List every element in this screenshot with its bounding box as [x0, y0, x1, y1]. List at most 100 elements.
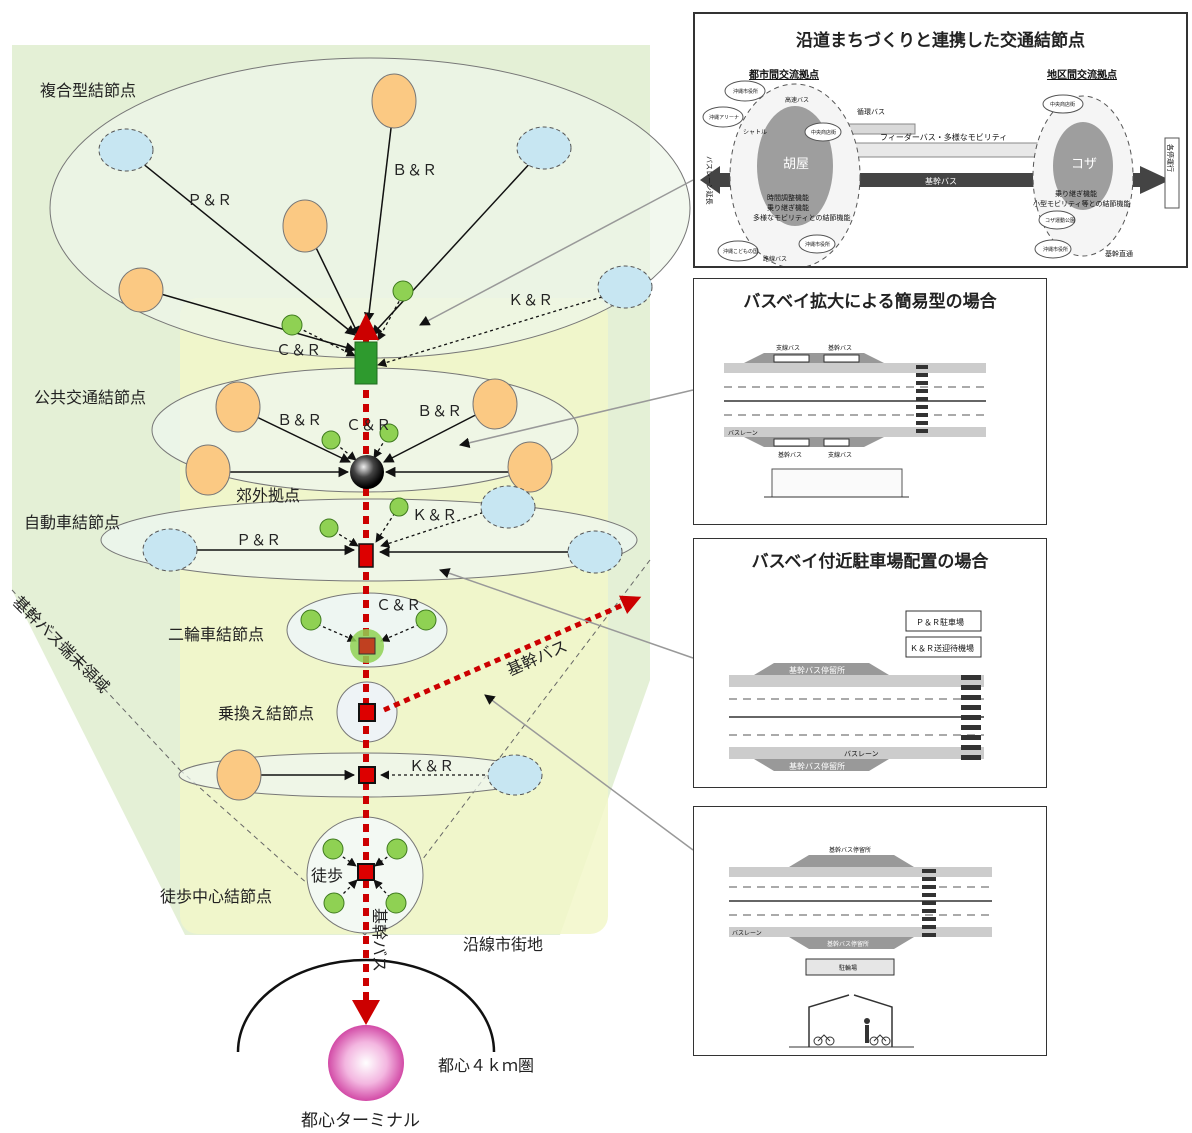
green-node [321, 430, 341, 450]
label-kr: Ｋ＆Ｒ [508, 291, 553, 309]
arrow-complex-3 [371, 147, 545, 336]
city-hub-label: 都市間交流拠点 [748, 68, 819, 81]
arrow-walk-2 [374, 849, 398, 867]
green-node [281, 314, 303, 336]
bike-lot-box [805, 958, 895, 976]
label-along-city: 沿線市街地 [463, 935, 543, 954]
green-node [379, 423, 399, 443]
orange-node [371, 73, 417, 129]
orange-node [472, 378, 518, 430]
kr-hub-marker [358, 766, 376, 784]
blue-node [597, 265, 653, 309]
bus-route-label: 路線バス [763, 255, 787, 263]
orange-node [118, 267, 164, 313]
label-trunk-bus-lower: 基幹バス [778, 451, 802, 459]
right-side-label: 各停運行 [1166, 144, 1175, 172]
blue-node [480, 485, 536, 529]
arrow-public-c2 [373, 432, 390, 459]
green-node [300, 609, 322, 631]
connector-top [419, 179, 694, 326]
arrow-complex-5 [146, 289, 357, 353]
hub-panel-diagram: 胡屋 時間調整機能 乗り継ぎ機能 多様なモビリティとの結節機能 都市間交流拠点 … [700, 68, 1180, 266]
bike-shelter-left [808, 994, 850, 1047]
green-node [323, 892, 345, 914]
blue-node [487, 754, 543, 796]
person-icon [864, 1018, 870, 1043]
complex-hub-marker [354, 341, 378, 385]
arrow-complex-1 [125, 149, 356, 336]
label-cbd-circle: 都心４ｋｍ圏 [438, 1056, 534, 1075]
label-cr: Ｃ＆Ｒ [276, 341, 321, 359]
green-node [385, 892, 407, 914]
small-node [702, 106, 744, 128]
label-br: Ｂ＆Ｒ [392, 161, 437, 179]
trunk-bus-down-arrow [352, 1000, 380, 1025]
koza-func-1: 乗り継ぎ機能 [1055, 189, 1097, 198]
arrow-walk-1 [332, 849, 357, 867]
crosswalk [916, 365, 928, 433]
orange-node [216, 749, 262, 801]
pr-lot-box [905, 610, 982, 632]
arrow-public-c1 [330, 439, 357, 461]
bike-hub-marker [358, 637, 376, 655]
zone-boundary-right [364, 559, 651, 936]
branch-bus-box-lower [823, 438, 850, 447]
label-branch-bus-lower: 支線バス [828, 451, 852, 459]
goya-label: 胡屋 [783, 157, 809, 172]
trunk-bus-up-arrow [353, 313, 379, 340]
label-bus-lane: バスレーン [844, 750, 879, 758]
blue-node [98, 128, 154, 172]
label-public-node: 公共交通結節点 [34, 388, 146, 407]
baybig-road-diagram: 支線バス 基幹バス バスレーン 基幹バス 支線バス [724, 344, 986, 498]
hub-panel-title: 沿道まちづくりと連携した交通結節点 [796, 31, 1085, 51]
label-stop-upper: 基幹バス停留所 [829, 846, 871, 854]
green-node [319, 518, 339, 538]
goya-func-2: 乗り継ぎ機能 [767, 203, 809, 212]
label-kr: Ｋ＆Ｒ [412, 506, 457, 524]
small-node [1042, 94, 1084, 114]
lane-top [729, 675, 984, 687]
orange-node [215, 381, 261, 433]
label-stop-lower: 基幹バス停留所 [789, 761, 845, 771]
stop-upper [754, 663, 889, 675]
green-node [415, 609, 437, 631]
left-side-label: バスレーン延長 [705, 156, 714, 205]
label-stop-lower: 基幹バス停留所 [827, 940, 869, 948]
small-node [804, 122, 842, 142]
parking-panel: バスベイ付近駐車場配置の場合 Ｐ＆Ｒ駐車場 Ｋ＆Ｒ送迎待機場 基幹バス停留所 バ… [693, 538, 1047, 788]
label-transfer-node: 乗換え結節点 [218, 704, 314, 723]
label-bike-node: 二輪車結節点 [168, 625, 264, 644]
district-hub-label: 地区間交流拠点 [1047, 68, 1117, 81]
crosswalk [961, 675, 981, 760]
small-node [798, 234, 836, 254]
label-walk-inner: 徒歩 [311, 866, 343, 885]
kr-lot-box [905, 636, 982, 658]
trunk-label: 基幹バス [925, 176, 957, 186]
trunk-bus-box-lower [773, 438, 810, 447]
parking-road-diagram: Ｐ＆Ｒ駐車場 Ｋ＆Ｒ送迎待機場 基幹バス停留所 バスレーン 基幹バス停留所 [729, 610, 984, 771]
baybig-title: バスベイ拡大による簡易型の場合 [743, 292, 997, 312]
rapid-label: 基幹直通 [1105, 249, 1133, 258]
small-node-label: コザ運動公園 [1045, 217, 1075, 224]
green-node [322, 838, 344, 860]
bay-lower [744, 437, 884, 447]
small-node-label: 沖縄こどもの国 [723, 248, 758, 255]
walk-hub-marker [357, 863, 375, 881]
orange-node [507, 441, 553, 493]
label-bus-lane: バスレーン [728, 430, 758, 437]
label-bus-lane: バスレーン [732, 930, 762, 937]
small-node-label: 中央商店街 [811, 129, 836, 136]
small-node-label: 沖縄市役所 [805, 241, 830, 248]
bicycle-icon [813, 1034, 891, 1046]
cbd-4km-arc [236, 958, 496, 1053]
goya-func-3: 多様なモビリティとの結節機能 [753, 213, 851, 222]
arrow-walk-3 [334, 879, 358, 903]
feeder-band [854, 142, 1056, 158]
stop-upper [789, 855, 914, 867]
label-cr: Ｃ＆Ｒ [376, 596, 421, 614]
label-br: Ｂ＆Ｒ [277, 411, 322, 429]
small-node [1034, 239, 1072, 259]
feeder-label: フィーダーバス・多様なモビリティ [880, 132, 1007, 142]
car-hub-marker [358, 543, 374, 568]
